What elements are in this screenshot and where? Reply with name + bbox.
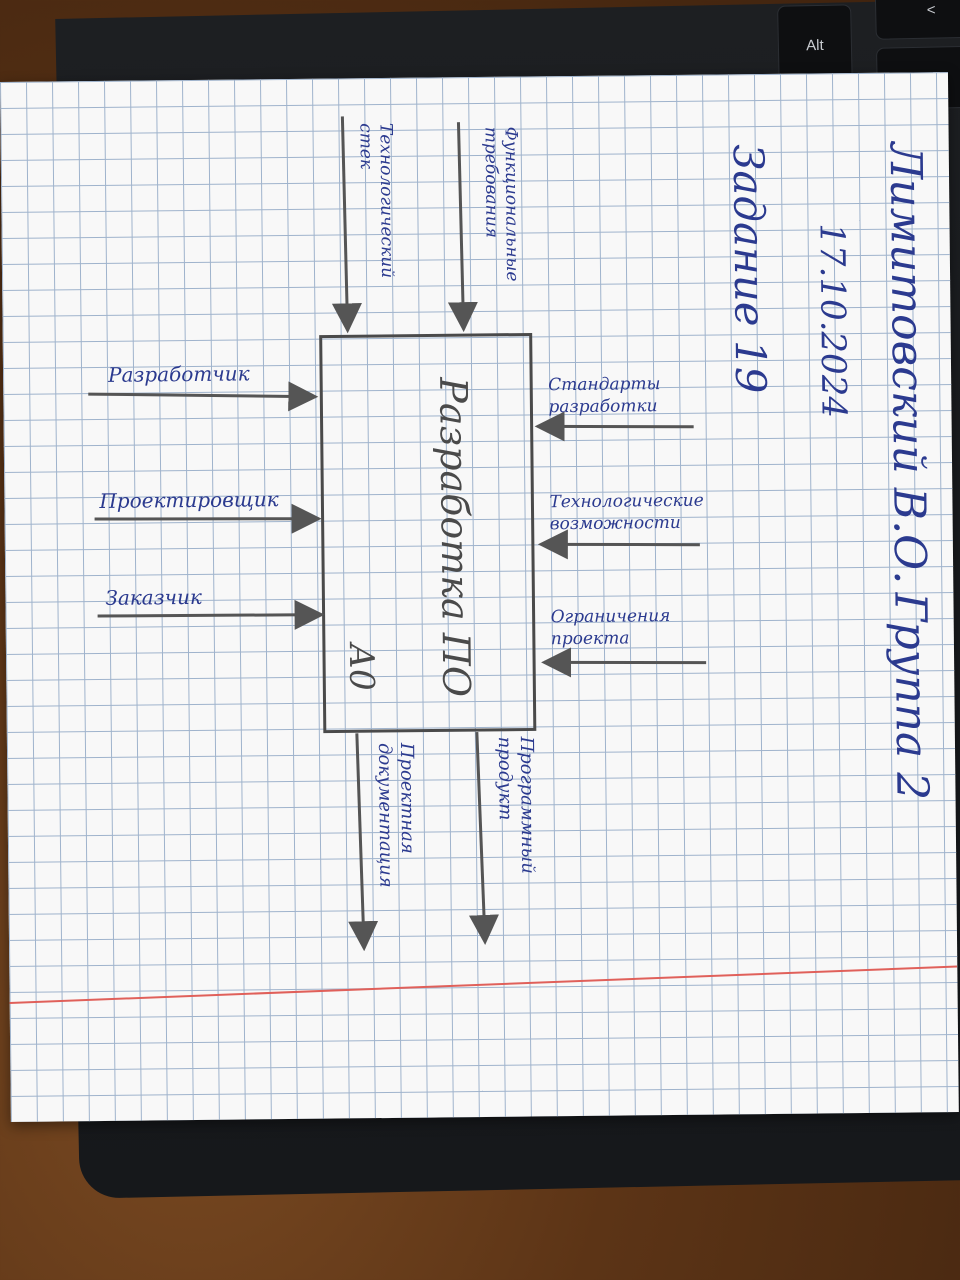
date-label: 17.10.2024 <box>811 223 854 419</box>
node-id: А0 <box>340 643 382 691</box>
input-arrow-1 <box>88 381 319 412</box>
mechanism-arrow-1 <box>534 411 694 442</box>
idef0-diagram <box>88 116 707 952</box>
mechanism-arrow-3 <box>541 647 707 678</box>
function-label: Разработка ПО <box>431 377 479 698</box>
arrow-key-label: < <box>926 1 936 19</box>
input-arrow-3 <box>97 599 325 630</box>
control-arrow-2 <box>447 122 478 333</box>
mechanism-label-2: Технологические возможности <box>549 490 704 535</box>
function-box <box>319 332 537 734</box>
output-label-2: Проектная документация <box>373 742 419 888</box>
input-label-2: Проектировщик <box>99 487 279 513</box>
mechanism-label-3: Ограничения проекта <box>550 606 671 650</box>
input-label-1: Разработчик <box>107 361 250 387</box>
control-arrow-1 <box>331 116 362 334</box>
mechanism-label-1: Стандарты разработки <box>548 374 661 418</box>
grid-paper-sheet: Лимитовский В.О. Группа 2 17.10.2024 Зад… <box>0 72 959 1122</box>
group-label: Группа 2 <box>884 592 938 801</box>
control-label-2: Технологический стек <box>355 122 398 279</box>
mechanism-arrow-2 <box>537 529 700 560</box>
arrow-key: < <box>874 0 960 40</box>
author-name: Лимитовский В.О. <box>879 142 936 585</box>
task-label: Задание 19 <box>723 143 776 394</box>
output-label-1: Программный продукт <box>493 736 539 875</box>
input-label-3: Заказчик <box>105 584 202 610</box>
control-label-1: Функциональные требования <box>480 126 523 282</box>
input-arrow-2 <box>94 503 322 534</box>
output-arrow-2 <box>468 731 499 945</box>
output-arrow-1 <box>348 733 379 952</box>
alt-key-label: Alt <box>805 36 824 54</box>
